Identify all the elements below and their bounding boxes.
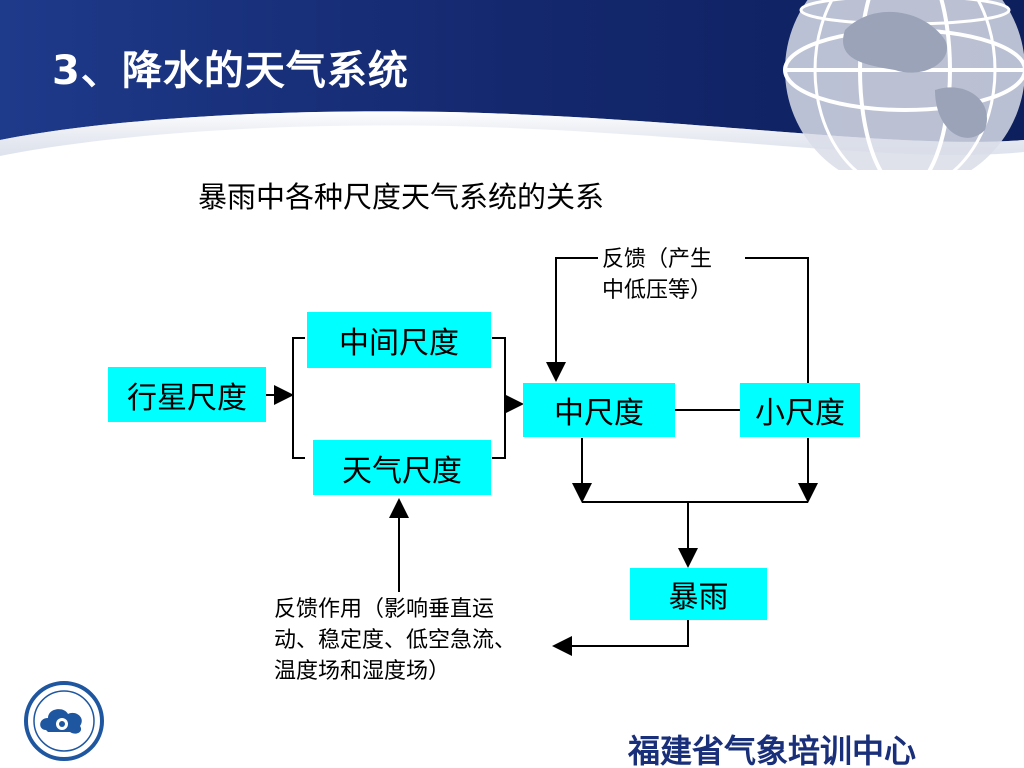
meteorological-logo-icon	[24, 681, 104, 761]
header-banner: 3、降水的天气系统	[0, 0, 1024, 192]
footer-organization: 福建省气象培训中心	[628, 732, 917, 768]
node-planetary-scale: 行星尺度	[108, 367, 266, 422]
diagram-title: 暴雨中各种尺度天气系统的关系	[198, 180, 605, 214]
node-rainstorm: 暴雨	[630, 568, 767, 620]
header-background	[0, 0, 1024, 192]
right-bracket	[492, 337, 506, 459]
feedback-top-left	[546, 257, 598, 382]
node-mesoscale: 中尺度	[523, 383, 675, 437]
feedback-top-note: 反馈（产生 中低压等）	[602, 244, 713, 306]
left-bracket	[292, 337, 305, 459]
node-intermediate-scale: 中间尺度	[307, 312, 491, 368]
globe-icon	[783, 0, 1024, 192]
feedback-bottom-note: 反馈作用（影响垂直运 动、稳定度、低空急流、 温度场和湿度场）	[274, 597, 517, 684]
node-synoptic-scale: 天气尺度	[313, 440, 491, 495]
feedback-bottom-line	[552, 620, 689, 656]
slide-title: 3、降水的天气系统	[52, 48, 409, 94]
feedback-top-right	[745, 257, 809, 384]
node-small-scale: 小尺度	[740, 383, 860, 437]
